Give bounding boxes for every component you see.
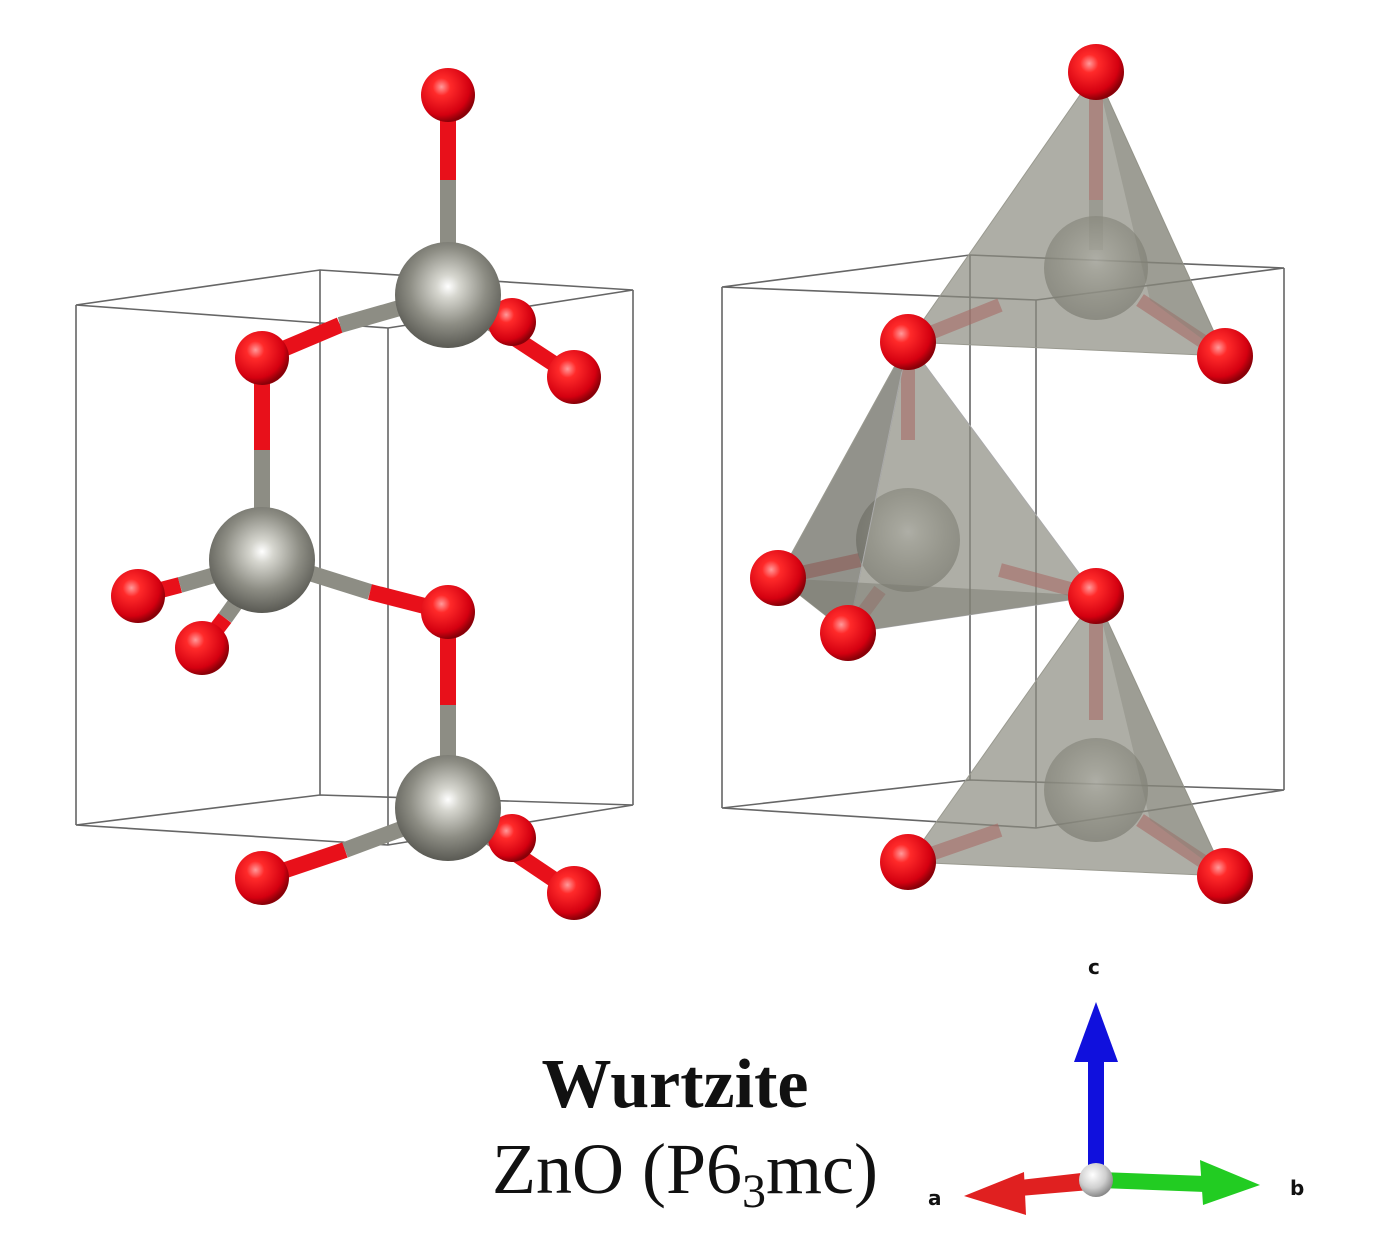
zinc-atom <box>395 755 501 861</box>
b-axis-arrowhead <box>1200 1160 1260 1205</box>
oxygen-atom <box>1197 328 1253 384</box>
b-axis-label: b <box>1290 1176 1305 1200</box>
oxygen-atom <box>488 814 536 862</box>
a-axis-label: a <box>928 1186 942 1210</box>
tetrahedra <box>777 70 1226 877</box>
zinc-atom <box>395 242 501 348</box>
oxygen-atom <box>421 585 475 639</box>
oxygen-atom <box>1068 44 1124 100</box>
oxygen-atom <box>547 866 601 920</box>
oxygen-atom <box>880 834 936 890</box>
oxygen-atom <box>547 350 601 404</box>
oxygen-atom <box>1197 848 1253 904</box>
bonds-left <box>135 95 579 900</box>
oxygen-atom <box>1068 568 1124 624</box>
c-axis-arrowhead <box>1074 1002 1118 1062</box>
tetrahedron-bottom <box>907 595 1226 877</box>
formula-suffix: mc) <box>766 1129 878 1209</box>
c-axis-label: c <box>1088 955 1100 979</box>
oxygen-atom <box>175 621 229 675</box>
zinc-atom <box>209 507 315 613</box>
oxygen-atom <box>235 331 289 385</box>
a-axis-arrowhead <box>964 1172 1026 1215</box>
oxygen-atom <box>488 298 536 346</box>
oxygen-atom <box>880 314 936 370</box>
structure-formula: ZnO (P63mc) <box>455 1128 915 1219</box>
oxygen-atom <box>750 550 806 606</box>
oxygen-atom <box>820 605 876 661</box>
oxygen-atom <box>111 569 165 623</box>
oxygen-atom <box>235 851 289 905</box>
formula-prefix: ZnO (P6 <box>492 1129 743 1209</box>
atoms-left <box>111 68 601 920</box>
tetrahedron-top <box>907 70 1226 357</box>
formula-subscript: 3 <box>742 1165 767 1218</box>
ball-and-stick-panel <box>75 68 634 920</box>
oxygen-atom <box>421 68 475 122</box>
oxygen-atoms-right <box>750 44 1253 904</box>
structure-title: Wurtzite <box>541 1046 809 1123</box>
polyhedral-panel <box>721 44 1285 904</box>
origin-sphere <box>1079 1163 1113 1197</box>
axis-indicator <box>964 1002 1260 1215</box>
unit-cell-left <box>75 269 634 846</box>
